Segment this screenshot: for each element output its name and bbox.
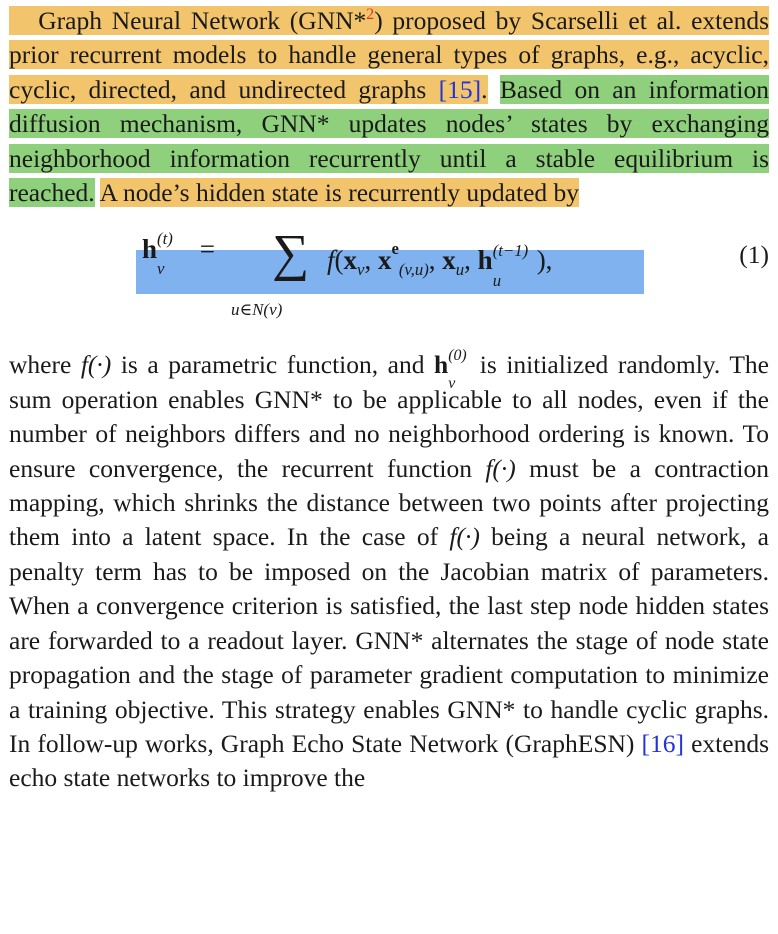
text-segment: extends echo state networks to improve t…	[9, 728, 769, 793]
equation-number: (1)	[739, 240, 769, 270]
text-segment: Graph Neural Network (GNN*	[38, 6, 367, 35]
footnote-mark[interactable]: 2	[366, 6, 375, 24]
paper-page: Graph Neural Network (GNN*2) proposed by…	[9, 4, 770, 796]
equation-rhs: f(xv, xe(v,u), xu, h(t−1)u),	[327, 239, 553, 290]
text-segment: where	[9, 350, 81, 380]
sum-index: u∈N(v)	[231, 300, 283, 320]
paragraph-gnn-intro: Graph Neural Network (GNN*2) proposed by…	[9, 4, 770, 210]
highlight-update-rule: A node’s hidden state is recurrently upd…	[99, 178, 580, 208]
text-segment: ) proposed by Scarselli et al. extends p…	[9, 6, 769, 104]
text-segment: is a parametric function, and	[111, 350, 435, 380]
highlight-definition: Graph Neural Network (GNN*2) proposed by…	[9, 6, 769, 104]
h0-sup: (0)	[448, 347, 467, 365]
text-segment: is initialized randomly. The sum operati…	[9, 350, 769, 483]
eq-lhs-sub: v	[157, 259, 165, 279]
text-segment: must be a contraction mapping, which shr…	[9, 453, 769, 552]
paragraph-gnn-details: where f(·) is a parametric function, and…	[9, 347, 770, 795]
eq-lhs-sup: (t)	[157, 229, 173, 249]
function-f: f(·)	[80, 350, 112, 380]
text-segment: .	[481, 74, 488, 104]
function-f: f(·)	[485, 453, 516, 483]
h0-sub: v	[448, 375, 456, 393]
equation-1: h(t) v = ∑ f(xv, xe(v,u), xu, h(t−1)u), u…	[9, 222, 769, 338]
highlight-equation	[136, 250, 644, 295]
eq-equals: =	[199, 234, 216, 265]
sum-symbol: ∑	[272, 225, 310, 283]
citation-link-16[interactable]: [16]	[641, 728, 684, 758]
equation-body: h(t) v =	[142, 229, 216, 278]
function-f: f(·)	[449, 522, 480, 552]
citation-link-15[interactable]: [15]	[438, 74, 482, 104]
eq-lhs-symbol: h	[142, 234, 158, 265]
text-segment: being a neural network, a penalty term h…	[9, 522, 770, 758]
h0-symbol: h	[434, 350, 449, 380]
